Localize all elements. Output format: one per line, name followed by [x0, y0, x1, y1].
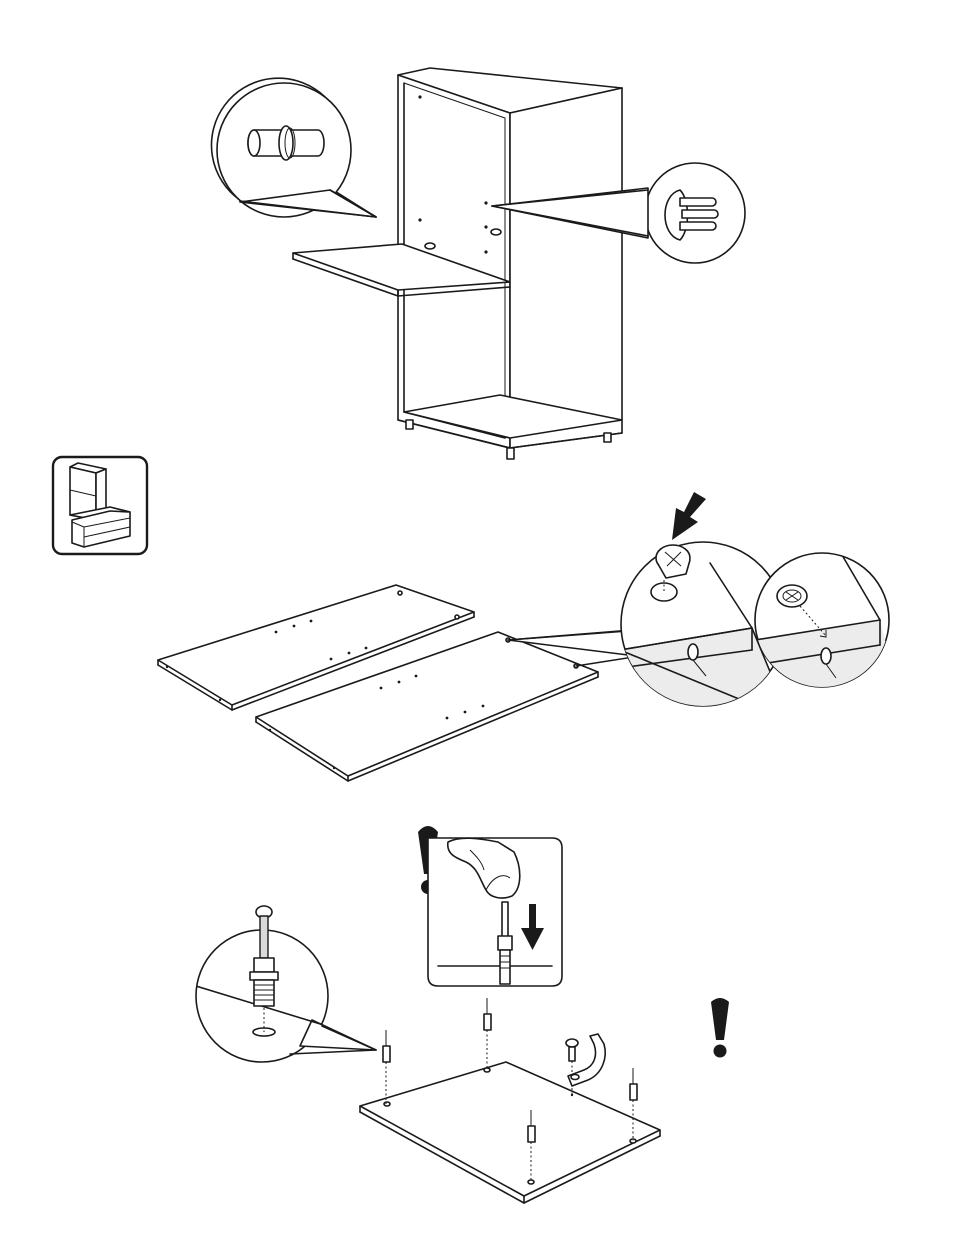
- step-attach-fittings: [196, 826, 729, 1203]
- furniture-overview-icon[interactable]: [53, 457, 147, 554]
- detail-callout-dowel: [211, 78, 376, 217]
- detail-callout-cam-bolt: [196, 906, 376, 1062]
- exclamation-warning-icon-right: [711, 998, 729, 1058]
- cam-bolt-1: [383, 1030, 390, 1104]
- screw-and-bracket: [566, 1034, 605, 1095]
- detail-callout-cam-rotate: [755, 553, 900, 700]
- wooden-dowel-icon: [248, 126, 324, 160]
- step-insert-cam-locks: [158, 492, 900, 781]
- cam-bolt-2: [484, 998, 491, 1070]
- base-panel: [360, 1062, 660, 1203]
- step-install-shelf: [211, 68, 745, 459]
- press-arrow-icon: [672, 492, 706, 540]
- detail-box-bolt-press: [428, 838, 562, 986]
